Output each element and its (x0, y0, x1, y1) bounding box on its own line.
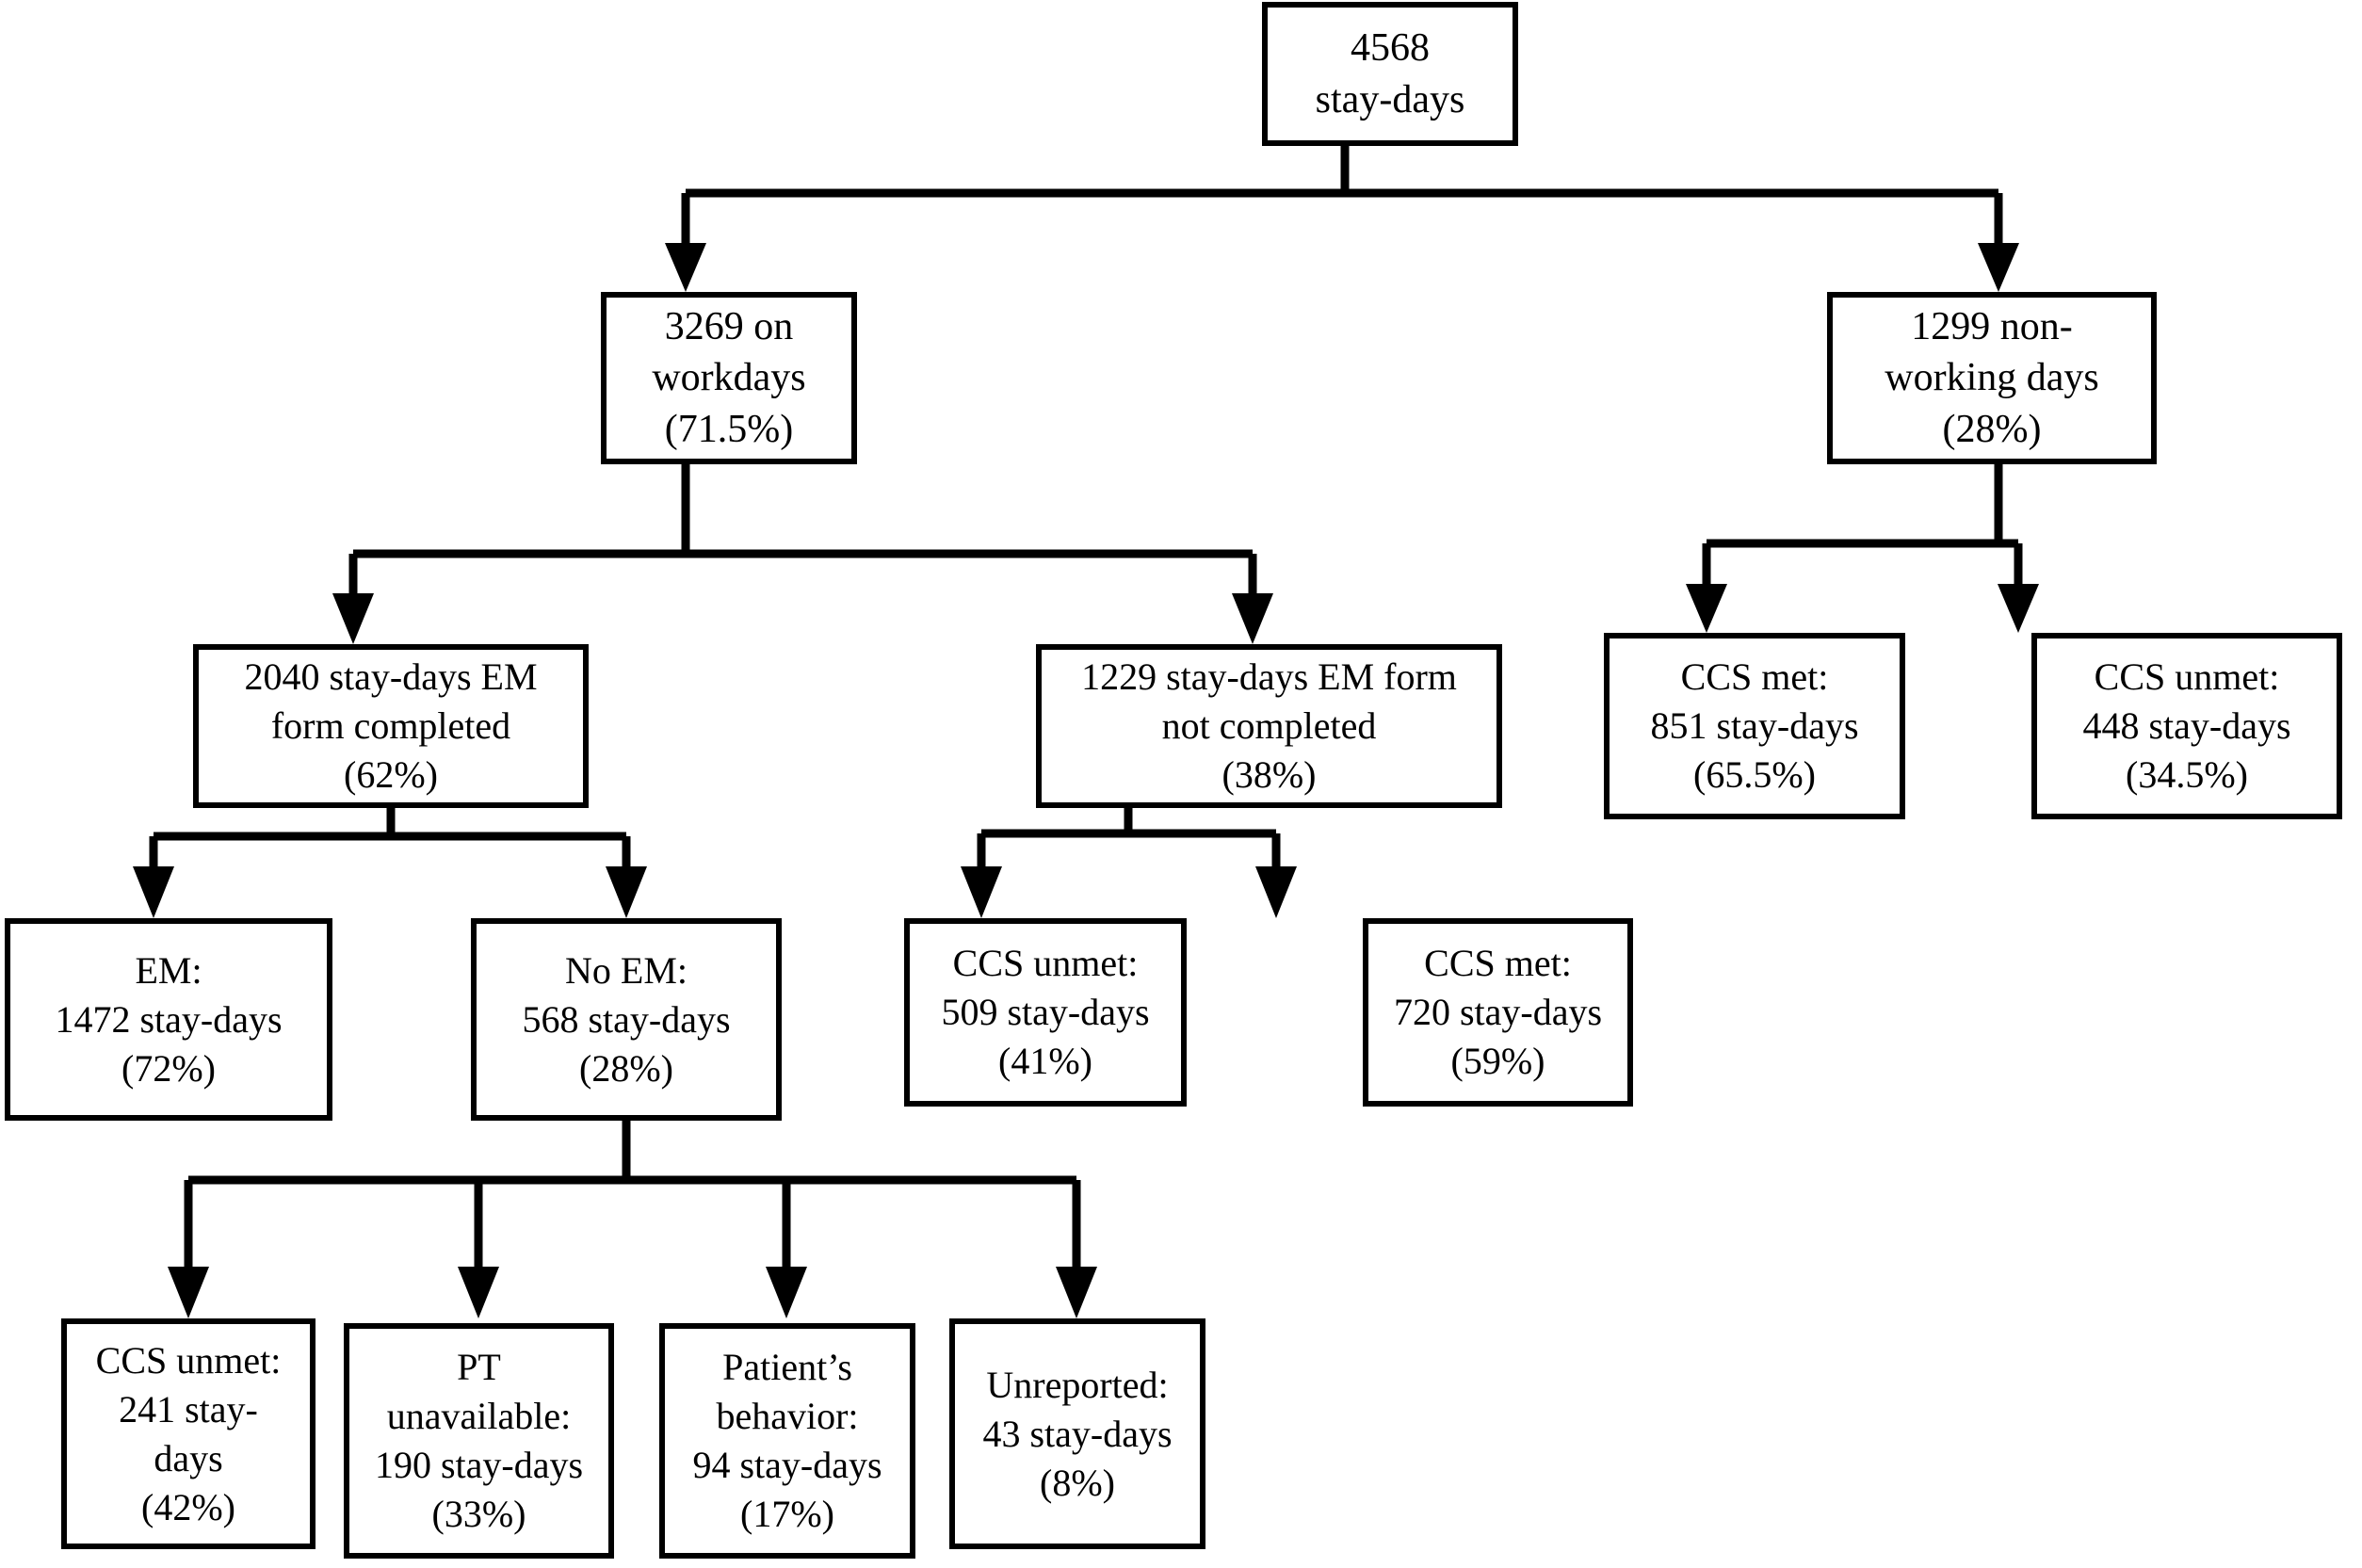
node-notform-ccs-met-line-1: CCS met: (1424, 942, 1572, 984)
node-nonworking-line-3: (28%) (1942, 407, 2042, 451)
node-form-completed-line-1: 2040 stay-days EM (244, 655, 538, 698)
arrowhead-em (133, 866, 174, 918)
node-nonworking-line-2: working days (1885, 356, 2099, 400)
node-nonworking-ccs-unmet-line-1: CCS unmet: (2094, 655, 2280, 698)
node-patient-behavior-line-4: (17%) (740, 1493, 834, 1535)
node-root-line-2: stay-days (1315, 77, 1465, 121)
node-workdays-line-1: 3269 on (664, 304, 794, 348)
node-notform-ccs-unmet-line-3: (41%) (998, 1040, 1092, 1082)
node-form-not-completed-line-3: (38%) (1221, 753, 1317, 796)
node-patient-behavior-line-1: Patient’s (722, 1346, 852, 1388)
node-notform-ccs-met[interactable]: CCS met: 720 stay-days (59%) (1363, 918, 1633, 1107)
node-noem-ccs-unmet-line-2: 241 stay- (119, 1387, 258, 1431)
node-noem-ccs-unmet-line-3: days (154, 1436, 223, 1479)
node-no-em-line-2: 568 stay-days (522, 997, 731, 1041)
node-nonworking-ccs-unmet-line-2: 448 stay-days (2082, 704, 2291, 747)
arrowhead-workdays (665, 243, 706, 292)
arrowhead-pt-unavailable (458, 1267, 499, 1318)
node-no-em-line-1: No EM: (565, 948, 688, 992)
node-form-not-completed-line-1: 1229 stay-days EM form (1081, 655, 1457, 698)
node-root[interactable]: 4568 stay-days (1262, 2, 1518, 146)
node-no-em[interactable]: No EM: 568 stay-days (28%) (471, 918, 782, 1121)
node-unreported-line-3: (8%) (1040, 1461, 1115, 1504)
node-notform-ccs-unmet[interactable]: CCS unmet: 509 stay-days (41%) (904, 918, 1187, 1107)
arrowhead-unreported (1056, 1267, 1097, 1318)
node-em[interactable]: EM: 1472 stay-days (72%) (5, 918, 332, 1121)
node-patient-behavior-line-2: behavior: (716, 1395, 859, 1437)
node-root-line-1: 4568 (1351, 25, 1430, 70)
node-form-not-completed-line-2: not completed (1161, 704, 1377, 747)
node-pt-unavailable-line-2: unavailable: (386, 1395, 572, 1437)
node-nonworking-ccs-met-line-1: CCS met: (1680, 655, 1829, 698)
arrowhead-nw-ccs-met (1686, 584, 1727, 633)
node-unreported-line-1: Unreported: (986, 1363, 1169, 1406)
node-nonworking-line-1: 1299 non- (1911, 304, 2073, 348)
node-notform-ccs-unmet-line-1: CCS unmet: (952, 942, 1139, 984)
node-form-completed-line-2: form completed (270, 704, 511, 747)
node-nonworking[interactable]: 1299 non- working days (28%) (1827, 292, 2157, 464)
node-noem-ccs-unmet-line-1: CCS unmet: (95, 1338, 282, 1382)
arrowhead-nw-ccs-unmet (1998, 584, 2039, 633)
arrowhead-nonworking (1978, 243, 2019, 292)
node-form-not-completed[interactable]: 1229 stay-days EM form not completed (38… (1036, 644, 1502, 808)
node-pt-unavailable-line-4: (33%) (431, 1493, 526, 1535)
node-noem-ccs-unmet-line-4: (42%) (141, 1485, 235, 1528)
node-workdays-line-2: workdays (652, 356, 806, 400)
node-no-em-line-3: (28%) (579, 1046, 673, 1090)
node-pt-unavailable[interactable]: PT unavailable: 190 stay-days (33%) (344, 1323, 614, 1559)
arrowhead-form-completed (332, 593, 374, 644)
node-workdays[interactable]: 3269 on workdays (71.5%) (601, 292, 857, 464)
node-unreported[interactable]: Unreported: 43 stay-days (8%) (949, 1318, 1205, 1549)
node-patient-behavior[interactable]: Patient’s behavior: 94 stay-days (17%) (659, 1323, 915, 1559)
node-form-completed[interactable]: 2040 stay-days EM form completed (62%) (193, 644, 589, 808)
node-patient-behavior-line-3: 94 stay-days (692, 1444, 882, 1486)
node-form-completed-line-3: (62%) (344, 753, 438, 796)
node-em-line-2: 1472 stay-days (55, 997, 283, 1041)
arrowhead-noem-ccs-unmet (168, 1267, 209, 1318)
node-nonworking-ccs-met[interactable]: CCS met: 851 stay-days (65.5%) (1604, 633, 1905, 819)
arrowhead-nf-ccs-unmet (961, 866, 1002, 918)
node-pt-unavailable-line-1: PT (457, 1346, 501, 1388)
node-notform-ccs-unmet-line-2: 509 stay-days (941, 991, 1150, 1033)
node-notform-ccs-met-line-3: (59%) (1450, 1040, 1545, 1082)
arrowhead-form-not-completed (1232, 593, 1273, 644)
node-nonworking-ccs-unmet-line-3: (34.5%) (2126, 753, 2248, 796)
node-noem-ccs-unmet[interactable]: CCS unmet: 241 stay- days (42%) (61, 1318, 315, 1549)
node-em-line-3: (72%) (121, 1046, 216, 1090)
node-nonworking-ccs-met-line-3: (65.5%) (1693, 753, 1816, 796)
arrowhead-no-em (606, 866, 647, 918)
node-unreported-line-2: 43 stay-days (982, 1412, 1173, 1455)
node-nonworking-ccs-met-line-2: 851 stay-days (1650, 704, 1859, 747)
node-em-line-1: EM: (135, 948, 202, 992)
arrowhead-patient-behavior (766, 1267, 807, 1318)
node-notform-ccs-met-line-2: 720 stay-days (1393, 991, 1603, 1033)
node-workdays-line-3: (71.5%) (664, 407, 794, 451)
node-nonworking-ccs-unmet[interactable]: CCS unmet: 448 stay-days (34.5%) (2031, 633, 2342, 819)
node-pt-unavailable-line-3: 190 stay-days (374, 1444, 584, 1486)
arrowhead-nf-ccs-met (1255, 866, 1297, 918)
